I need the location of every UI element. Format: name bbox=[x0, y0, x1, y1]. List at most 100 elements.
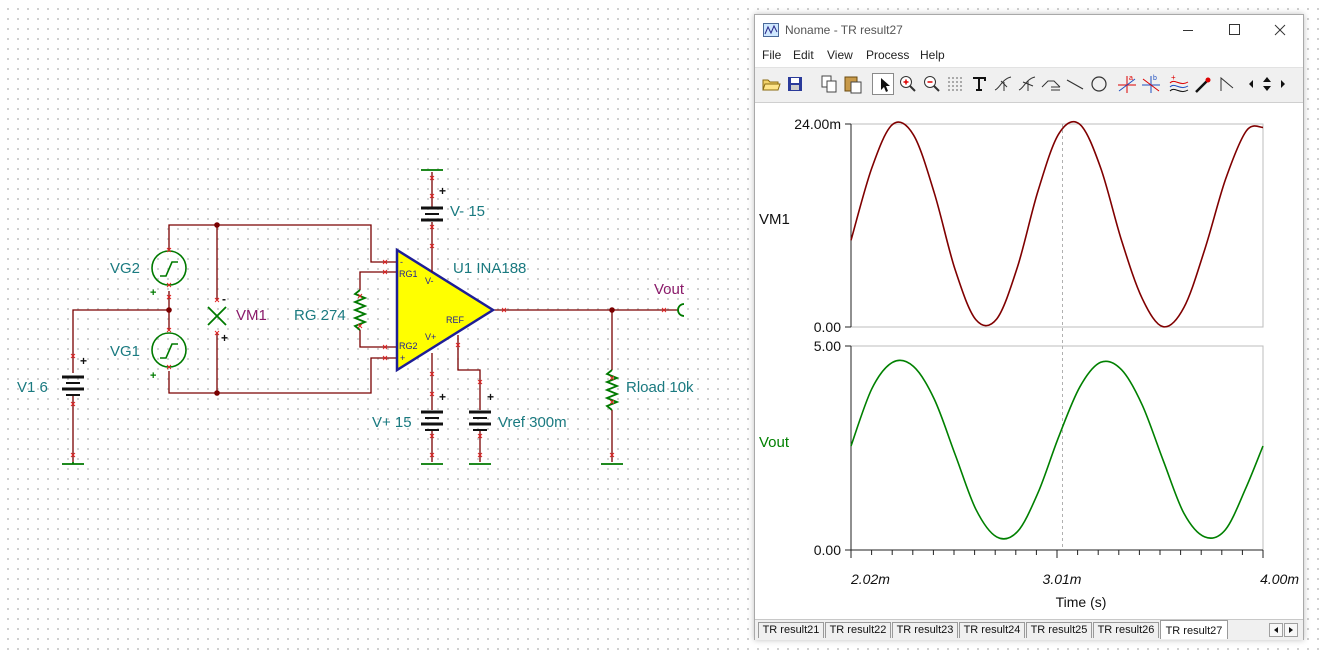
sign-plus-label: + bbox=[400, 353, 405, 363]
vout-series-line bbox=[850, 359, 1264, 540]
zoom-out-button[interactable] bbox=[920, 73, 942, 95]
pin-vminus-label: V- bbox=[425, 276, 434, 286]
marker-a-button[interactable]: a bbox=[1116, 73, 1138, 95]
tab-tr-result27[interactable]: TR result27 bbox=[1160, 620, 1228, 639]
junction bbox=[214, 390, 220, 396]
xtick-1: 3.01m bbox=[1043, 571, 1082, 587]
u1-label: U1 INA188 bbox=[453, 260, 526, 277]
bottom-ylabel: Vout bbox=[759, 434, 790, 451]
pin-marker bbox=[166, 364, 172, 370]
curves-button[interactable]: + bbox=[1168, 73, 1190, 95]
junction bbox=[609, 307, 615, 313]
pin-marker bbox=[382, 344, 388, 350]
menu-process[interactable]: Process bbox=[866, 48, 910, 62]
title-bar[interactable]: Noname - TR result27 bbox=[755, 15, 1303, 45]
text-button[interactable] bbox=[968, 73, 990, 95]
pin-ref-label: REF bbox=[446, 315, 465, 325]
circle-icon bbox=[1091, 76, 1107, 92]
copy-icon bbox=[821, 75, 837, 93]
vg1-source[interactable] bbox=[151, 332, 187, 368]
wire-vg2-top bbox=[168, 224, 397, 263]
rload-resistor[interactable] bbox=[604, 369, 620, 411]
vref-battery[interactable] bbox=[469, 410, 491, 431]
scroll-updown-button[interactable] bbox=[1259, 73, 1275, 95]
vplus-battery[interactable] bbox=[421, 410, 443, 431]
marker-a-icon: a bbox=[1118, 75, 1136, 93]
junction bbox=[214, 222, 220, 228]
pin-marker bbox=[166, 294, 172, 300]
u1-opamp[interactable] bbox=[395, 247, 496, 373]
marker-b-icon: b bbox=[1142, 75, 1160, 93]
cursor-a-icon bbox=[994, 76, 1012, 91]
vg1-label: VG1 bbox=[110, 343, 140, 360]
minimize-button[interactable] bbox=[1165, 15, 1211, 45]
pin-vplus-label: V+ bbox=[425, 332, 436, 342]
ramp-icon bbox=[1220, 76, 1234, 91]
line-graph-button[interactable] bbox=[1040, 73, 1062, 95]
bottom-ytick-max: 5.00 bbox=[814, 338, 841, 354]
tab-tr-result23[interactable]: TR result23 bbox=[892, 622, 958, 638]
menu-edit[interactable]: Edit bbox=[793, 48, 814, 62]
scroll-left-button[interactable] bbox=[1245, 73, 1257, 95]
menu-view[interactable]: View bbox=[827, 48, 853, 62]
pin-marker bbox=[429, 452, 435, 458]
menu-help[interactable]: Help bbox=[920, 48, 945, 62]
vg2-label: VG2 bbox=[110, 260, 140, 277]
marker-b-button[interactable]: b bbox=[1140, 73, 1162, 95]
tab-tr-result25[interactable]: TR result25 bbox=[1026, 622, 1092, 638]
probe-button[interactable] bbox=[1192, 73, 1214, 95]
vg2-plus-sign: + bbox=[150, 287, 156, 299]
tabs-scroll-left-button[interactable] bbox=[1269, 623, 1283, 637]
pin-marker bbox=[501, 307, 507, 313]
tab-tr-result24[interactable]: TR result24 bbox=[959, 622, 1025, 638]
vg2-source[interactable] bbox=[151, 250, 187, 286]
pin-marker bbox=[455, 342, 461, 348]
tab-tr-result22[interactable]: TR result22 bbox=[825, 622, 891, 638]
tab-tr-result21[interactable]: TR result21 bbox=[758, 622, 824, 638]
save-button[interactable] bbox=[784, 73, 806, 95]
window-title: Noname - TR result27 bbox=[785, 23, 903, 37]
pin-marker bbox=[166, 247, 172, 253]
cursor-b-button[interactable] bbox=[1016, 73, 1038, 95]
circle-button[interactable] bbox=[1088, 73, 1110, 95]
cursor-b-icon bbox=[1018, 76, 1036, 91]
scroll-updown-icon bbox=[1263, 77, 1271, 91]
vminus-battery[interactable] bbox=[421, 206, 443, 222]
v1-battery[interactable] bbox=[62, 375, 84, 396]
line-button[interactable] bbox=[1064, 73, 1086, 95]
menu-bar: File Edit View Process Help bbox=[755, 45, 1303, 65]
wire-rg-bot bbox=[359, 330, 397, 348]
grid-button[interactable] bbox=[944, 73, 966, 95]
pointer-button[interactable] bbox=[872, 73, 894, 95]
vm1-meter[interactable] bbox=[207, 306, 227, 326]
bottom-ytick-min: 0.00 bbox=[814, 542, 841, 558]
vout-terminal[interactable] bbox=[677, 303, 685, 317]
paste-button[interactable] bbox=[842, 73, 864, 95]
rg-resistor[interactable] bbox=[352, 289, 368, 331]
vm1-series-line bbox=[850, 120, 1264, 328]
pin-marker bbox=[357, 293, 363, 299]
vref-label: Vref 300m bbox=[498, 414, 567, 431]
maximize-button[interactable] bbox=[1211, 15, 1257, 45]
chevron-left-icon bbox=[1274, 627, 1278, 633]
zoom-in-button[interactable] bbox=[896, 73, 918, 95]
menu-file[interactable]: File bbox=[762, 48, 782, 62]
scroll-right-button[interactable] bbox=[1277, 73, 1289, 95]
plot-area[interactable]: 24.00m 0.00 5.00 0.00 VM1 Vout 2.02m 3.0… bbox=[755, 103, 1303, 621]
rg-label: RG 274 bbox=[294, 307, 346, 324]
close-button[interactable] bbox=[1257, 15, 1303, 45]
svg-text:+: + bbox=[1171, 73, 1176, 82]
tab-tr-result26[interactable]: TR result26 bbox=[1093, 622, 1159, 638]
pin-marker bbox=[609, 375, 615, 381]
tabs-scroll-right-button[interactable] bbox=[1284, 623, 1298, 637]
schematic-canvas[interactable]: V- 15 V+ 15 V1 6 VG2 VG1 RG 274 U1 INA18… bbox=[0, 0, 750, 652]
pin-marker bbox=[661, 307, 667, 313]
pin-marker bbox=[429, 243, 435, 249]
result-window[interactable]: Noname - TR result27 File Edit View Proc… bbox=[754, 14, 1304, 640]
copy-button[interactable] bbox=[818, 73, 840, 95]
cursor-a-button[interactable] bbox=[992, 73, 1014, 95]
vminus-plus-sign: + bbox=[439, 184, 446, 198]
open-button[interactable] bbox=[760, 73, 782, 95]
ramp-button[interactable] bbox=[1216, 73, 1238, 95]
zoom-out-icon bbox=[924, 76, 940, 92]
